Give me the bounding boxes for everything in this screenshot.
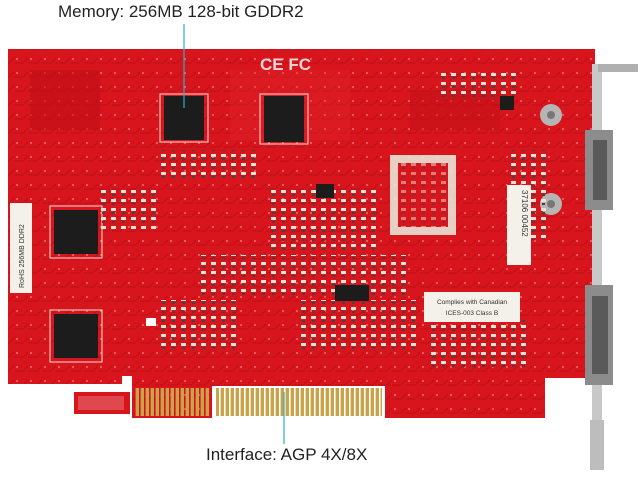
certification-marks: CE FC [260, 55, 311, 74]
serial-sticker-left: RoHS 256MB DDR2 [10, 203, 32, 293]
compliance-label: Complies with Canadian ICES-003 Class B [424, 292, 520, 322]
compliance-label-line1: Complies with Canadian [437, 299, 507, 306]
memory-chip-4 [49, 309, 103, 363]
memory-chip-2 [259, 93, 309, 145]
compliance-label-line2: ICES-003 Class B [446, 310, 498, 317]
agp-connector [134, 388, 382, 416]
io-bracket [590, 64, 638, 470]
interface-caption: Interface: AGP 4X/8X [206, 445, 368, 464]
vga-connector [585, 130, 613, 210]
serial-sticker-right: 37106 00452 [507, 185, 531, 265]
serial-sticker-left-text: RoHS 256MB DDR2 [19, 224, 26, 288]
memory-chip-3 [49, 205, 103, 259]
gpu-bga-area [390, 155, 456, 235]
serial-sticker-right-text: 37106 00452 [520, 190, 529, 237]
component-clusters [100, 70, 550, 370]
pcb-tab [74, 392, 130, 414]
memory-caption: Memory: 256MB 128-bit GDDR2 [58, 2, 304, 21]
dvi-connector [585, 285, 613, 385]
